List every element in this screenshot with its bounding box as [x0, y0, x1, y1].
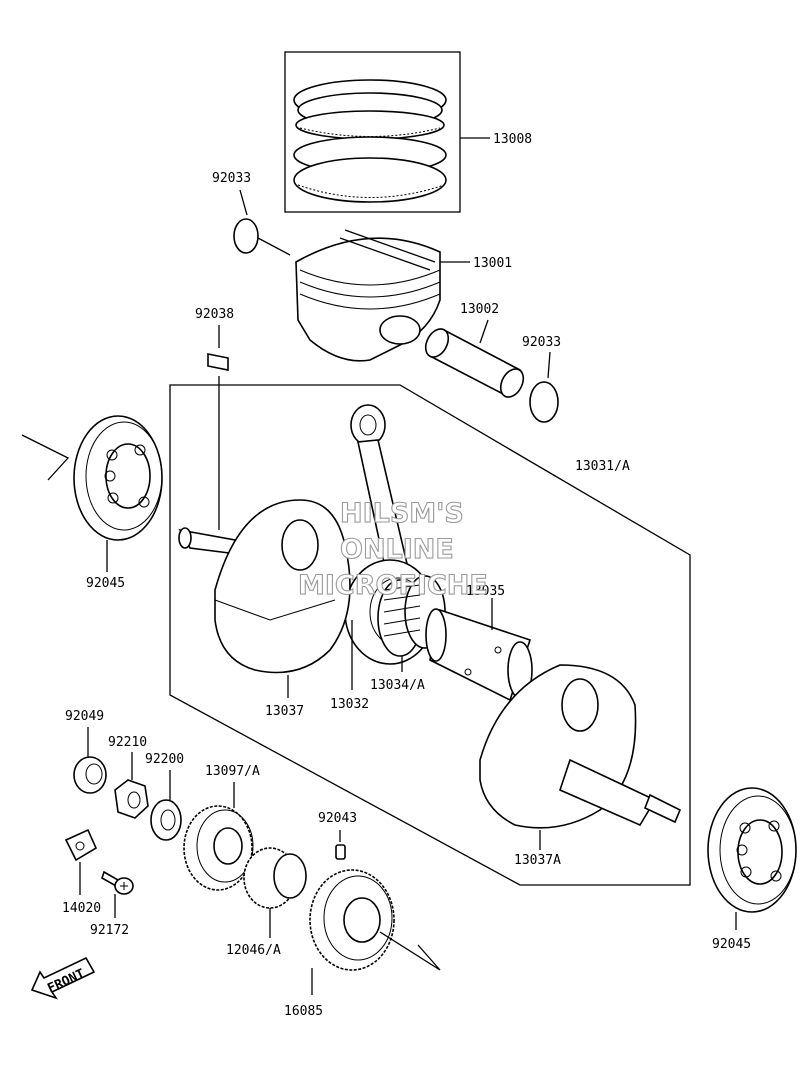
label-13035: 13035 — [466, 584, 505, 599]
front-arrow: FRONT — [30, 956, 96, 1000]
label-92043: 92043 — [318, 811, 357, 826]
label-92172: 92172 — [90, 923, 129, 938]
flywheel-right: 13037A — [479, 664, 682, 868]
balancer-gear: 12046/A — [226, 847, 307, 958]
label-12046A: 12046/A — [226, 943, 281, 958]
label-13034A: 13034/A — [370, 678, 425, 693]
label-92200: 92200 — [145, 752, 184, 767]
flywheel-left: 13037 — [178, 499, 351, 719]
crank-pin: 13035 — [425, 584, 533, 702]
label-14020: 14020 — [62, 901, 101, 916]
label-13001: 13001 — [473, 256, 512, 271]
label-92045-right: 92045 — [712, 937, 751, 952]
watermark: HILSM'S ONLINE MICROFICHE — [297, 497, 488, 601]
nut: 92210 — [108, 735, 149, 819]
dowel-pin: 92043 — [318, 811, 357, 860]
label-92033-left: 92033 — [212, 171, 251, 186]
plate: 14020 — [62, 828, 101, 916]
label-13037A: 13037A — [514, 853, 561, 868]
bearing-left: 92045 — [21, 415, 163, 591]
label-92210: 92210 — [108, 735, 147, 750]
piston-pin: 13002 — [424, 302, 525, 398]
watermark-line-2: ONLINE — [340, 534, 454, 565]
circlip-left: 92033 — [212, 171, 291, 256]
piston-ring-set: 13008 — [284, 51, 532, 213]
bearing-right: 92045 — [707, 787, 797, 952]
piston-ring-box — [284, 51, 461, 213]
label-92045-left: 92045 — [86, 576, 125, 591]
crankshaft-assy-outline: 13031/A — [169, 384, 691, 886]
oil-seal: 92049 — [65, 709, 107, 794]
washer: 92200 — [145, 752, 184, 841]
label-92049: 92049 — [65, 709, 104, 724]
label-13037: 13037 — [265, 704, 304, 719]
piston: 13001 — [295, 229, 512, 362]
label-13097A: 13097/A — [205, 764, 260, 779]
watermark-line-3: MICROFICHE — [298, 570, 488, 601]
label-13002: 13002 — [460, 302, 499, 317]
watermark-line-1: HILSM'S — [340, 498, 464, 529]
key: 92038 — [195, 307, 234, 530]
bolt: 92172 — [90, 870, 134, 938]
circlip-right: 92033 — [522, 335, 561, 423]
label-92038: 92038 — [195, 307, 234, 322]
crank-gear: 13097/A — [183, 764, 260, 891]
label-16085: 16085 — [284, 1004, 323, 1019]
gear: 16085 — [284, 869, 441, 1019]
label-92033-right: 92033 — [522, 335, 561, 350]
label-13008: 13008 — [493, 132, 532, 147]
label-13032: 13032 — [330, 697, 369, 712]
label-13031A: 13031/A — [575, 459, 630, 474]
